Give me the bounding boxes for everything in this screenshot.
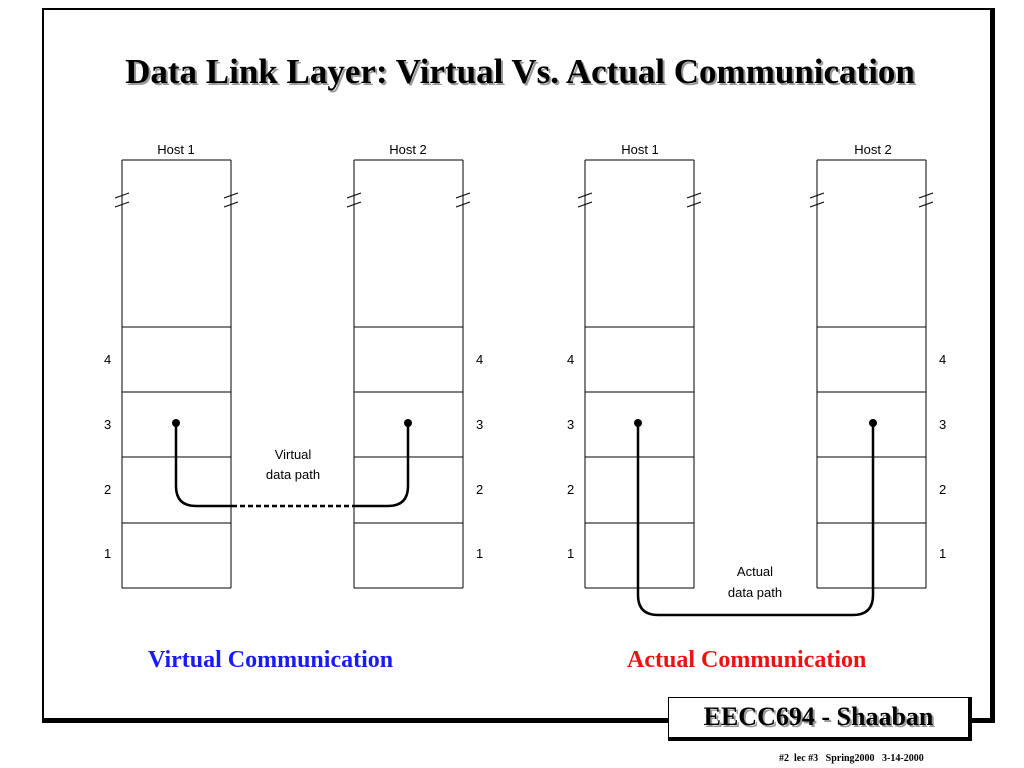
virtual-right-layer-label: 4 [476,352,483,367]
course-badge: EECC694 - Shaaban [668,697,972,741]
virtual-host2-stack [353,159,464,589]
actual-host1-break-left [577,192,593,208]
virtual-host2-label: Host 2 [389,142,427,157]
actual-host2-label: Host 2 [854,142,892,157]
actual-path-label-line2: data path [728,585,782,600]
virtual-host1-stack [121,159,232,589]
virtual-path-host1-segment [174,424,232,508]
actual-right-layer-label: 1 [939,546,946,561]
virtual-right-layer-label: 1 [476,546,483,561]
virtual-path-label-line2: data path [266,467,320,482]
virtual-host2-break-left [346,192,362,208]
virtual-path-start-dot [172,419,180,427]
actual-right-layer-label: 4 [939,352,946,367]
virtual-left-layer-label: 2 [104,482,111,497]
actual-right-layer-label: 3 [939,417,946,432]
slide-footer: #2 lec #3 Spring2000 3-14-2000 [779,753,924,764]
actual-left-layer-label: 1 [567,546,574,561]
virtual-path-host2-segment [354,424,410,508]
virtual-host2-break-right [455,192,471,208]
actual-path-label-line1: Actual [737,564,773,579]
actual-host2-break-left [809,192,825,208]
slide-frame [42,8,995,723]
badge-left-tick [655,720,668,721]
virtual-left-layer-label: 3 [104,417,111,432]
actual-left-layer-label: 4 [567,352,574,367]
actual-path-start-dot [634,419,642,427]
virtual-path-label-line1: Virtual [275,447,312,462]
virtual-host1-break-right [223,192,239,208]
virtual-left-layer-label: 4 [104,352,111,367]
actual-left-layer-label: 3 [567,417,574,432]
actual-path-end-dot [869,419,877,427]
actual-right-layer-label: 2 [939,482,946,497]
virtual-host1-label: Host 1 [157,142,195,157]
actual-communication-caption: Actual Communication [627,647,867,673]
actual-host1-stack [584,159,695,589]
actual-host2-stack [816,159,927,589]
actual-host2-break-right [918,192,934,208]
virtual-path-end-dot [404,419,412,427]
actual-host1-label: Host 1 [621,142,659,157]
virtual-left-layer-label: 1 [104,546,111,561]
virtual-host1-break-left [114,192,130,208]
virtual-communication-caption: Virtual Communication [148,647,394,673]
virtual-right-layer-label: 3 [476,417,483,432]
virtual-right-layer-label: 2 [476,482,483,497]
badge-right-tick [972,720,984,721]
actual-host1-break-right [686,192,702,208]
actual-data-path [636,424,875,617]
slide-title: Data Link Layer: Virtual Vs. Actual Comm… [125,52,915,91]
actual-left-layer-label: 2 [567,482,574,497]
